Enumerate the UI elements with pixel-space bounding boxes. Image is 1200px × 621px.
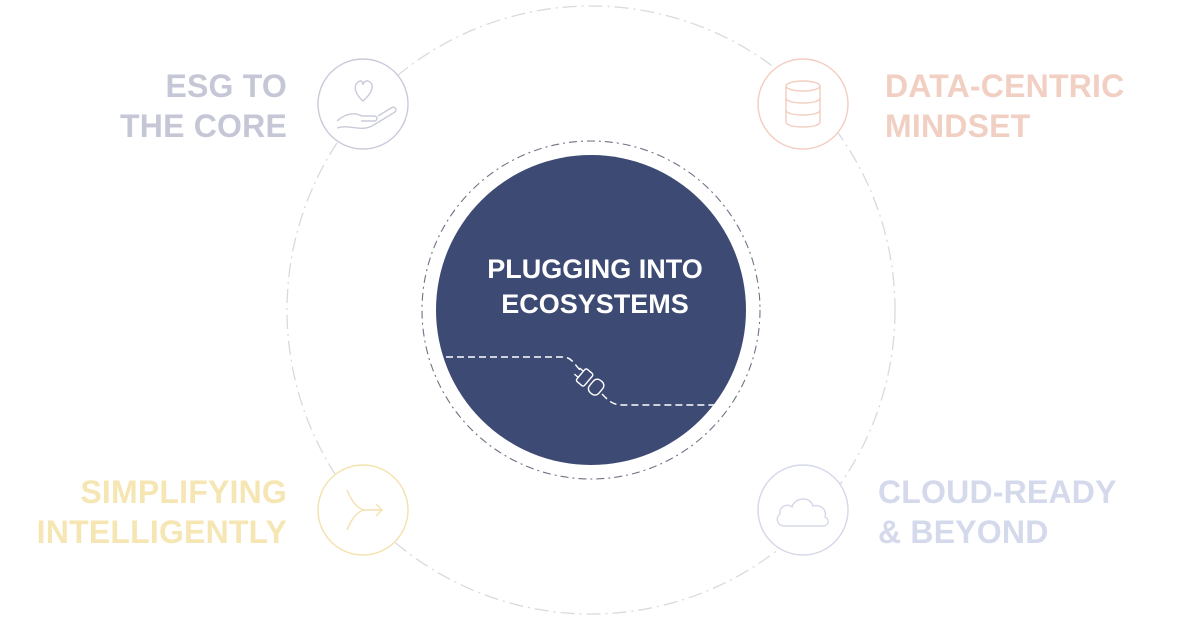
pillar-cloud-line2: & BEYOND (878, 514, 1049, 550)
pillar-data-line2: MINDSET (885, 108, 1031, 144)
center-title-line1: PLUGGING INTO (487, 254, 703, 284)
pillar-simplify-label: SIMPLIFYING INTELLIGENTLY (37, 472, 287, 552)
center-title: PLUGGING INTO ECOSYSTEMS (440, 252, 750, 322)
center-title-line2: ECOSYSTEMS (501, 289, 689, 319)
pillar-esg-line1: ESG TO (165, 68, 287, 104)
outer-ring (286, 5, 896, 615)
center-disc (436, 155, 746, 465)
pillar-cloud-line1: CLOUD-READY (878, 474, 1117, 510)
inner-ring (421, 140, 761, 480)
plug-connector-icon (446, 356, 714, 406)
pillar-simplify-line1: SIMPLIFYING (80, 474, 287, 510)
pillar-data-label: DATA-CENTRIC MINDSET (885, 66, 1124, 146)
pillar-data-line1: DATA-CENTRIC (885, 68, 1125, 104)
pillar-esg-line2: THE CORE (120, 108, 287, 144)
hand-heart-icon (317, 58, 409, 150)
cloud-icon (757, 464, 849, 556)
pillar-simplify-line2: INTELLIGENTLY (36, 514, 287, 550)
pillar-esg-label: ESG TO THE CORE (120, 66, 287, 146)
database-icon (757, 58, 849, 150)
pillar-cloud-label: CLOUD-READY & BEYOND (878, 472, 1117, 552)
merge-arrow-icon (317, 464, 409, 556)
